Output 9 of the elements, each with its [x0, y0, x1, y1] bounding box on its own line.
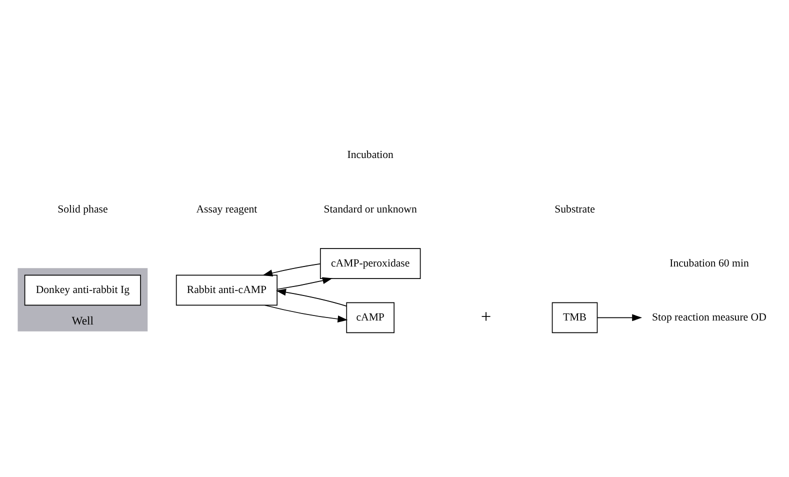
label: Substrate — [554, 202, 595, 215]
label: Incubation — [347, 148, 394, 161]
node-text: Stop reaction measure OD — [652, 311, 766, 324]
node-label: Well — [72, 314, 94, 328]
label: + — [480, 306, 492, 326]
label: Standard or unknown — [324, 202, 417, 215]
label: Assay reagent — [196, 202, 258, 215]
label: Solid phase — [58, 202, 108, 215]
label: Incubation 60 min — [670, 256, 749, 269]
